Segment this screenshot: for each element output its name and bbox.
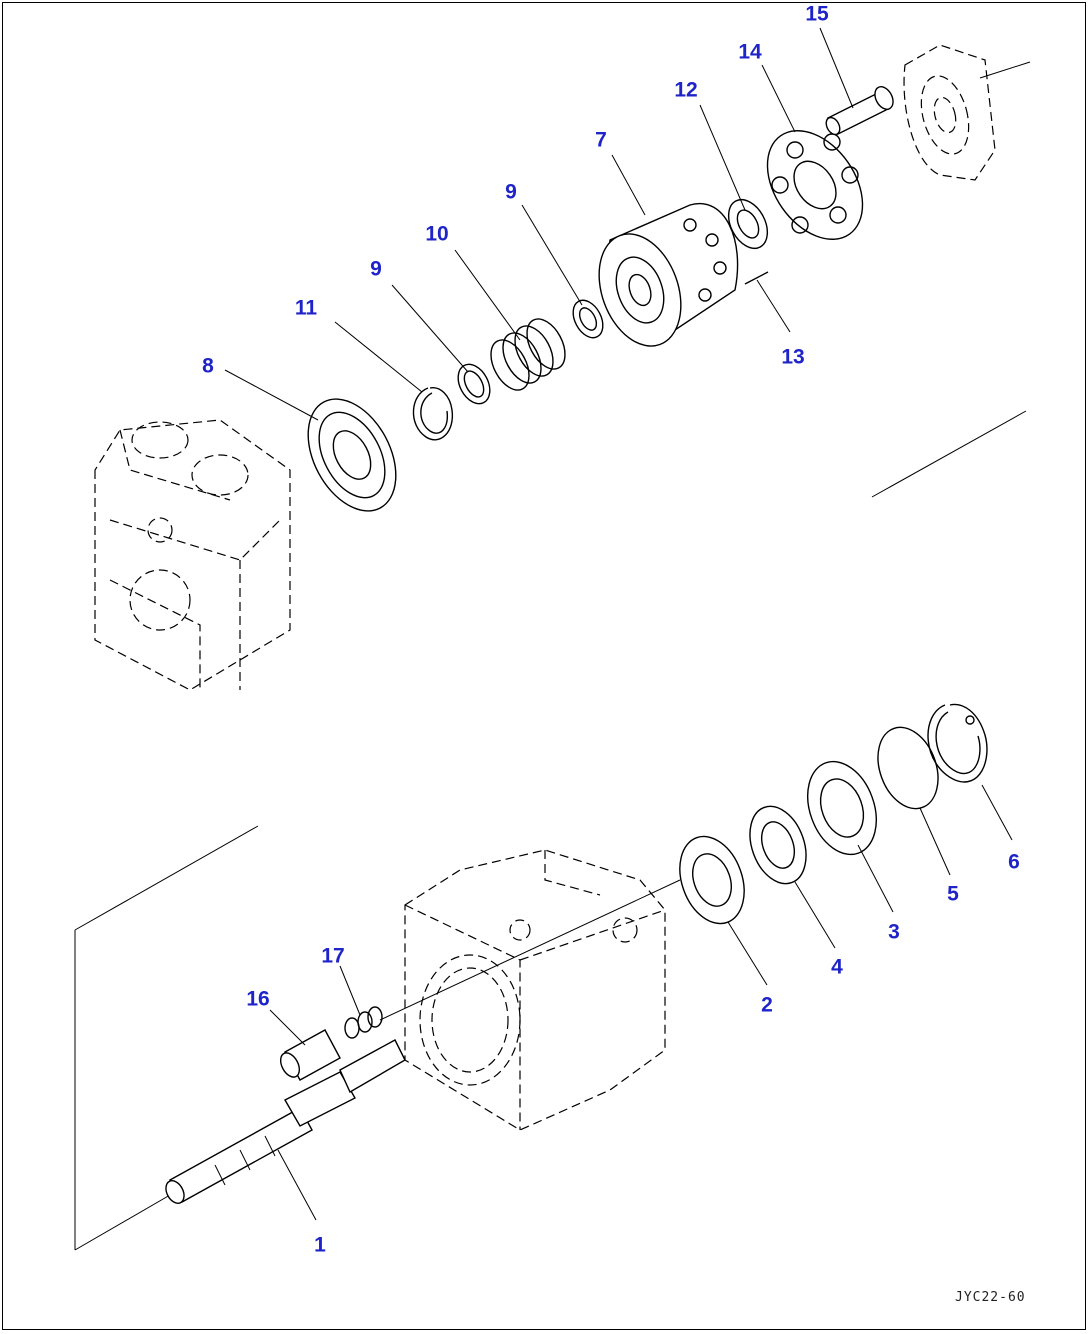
callout-17: 17 [321, 944, 345, 968]
part-16-plug [279, 1029, 341, 1081]
part-5-o-ring [877, 726, 939, 810]
drawing-code: JYC22-60 [955, 1290, 1026, 1305]
callout-14: 14 [738, 40, 762, 64]
part-9-ring-right [572, 299, 604, 339]
housing-upper [94, 419, 291, 691]
axis-line-center [379, 879, 681, 1021]
part-8-valve-plate [307, 398, 397, 512]
part-9-ring-left [457, 363, 491, 405]
callout-15: 15 [805, 2, 829, 26]
part-14-retainer-plate [766, 130, 864, 240]
callout-13: 13 [781, 345, 805, 369]
part-17-spring [344, 1006, 383, 1039]
callout-3: 3 [888, 920, 900, 944]
axis-line-lower-diag [74, 825, 259, 931]
callout-6: 6 [1008, 850, 1020, 874]
part-2-bearing [679, 835, 745, 925]
leader-lines [224, 27, 1013, 1221]
axis-line-top [979, 61, 1031, 79]
part-7-cylinder-block [598, 202, 739, 347]
callout-5: 5 [947, 882, 959, 906]
axis-line-shaft [74, 1194, 171, 1251]
part-4-bearing [749, 805, 807, 885]
callout-12: 12 [674, 78, 698, 102]
callout-1: 1 [314, 1233, 326, 1257]
housing-cover-upper-right [903, 44, 996, 181]
callout-2: 2 [761, 993, 773, 1017]
part-13-pin [744, 271, 769, 285]
callout-9a: 9 [505, 180, 517, 204]
part-11-circlip [412, 387, 454, 441]
housing-lower [404, 849, 666, 1131]
part-12-bushing [727, 198, 769, 250]
axis-line-upper [871, 410, 1027, 498]
part-10-spring [490, 318, 566, 391]
part-1-shaft [165, 1039, 406, 1204]
part-6-snap-ring [927, 703, 988, 783]
callout-4: 4 [831, 955, 843, 979]
callout-7: 7 [595, 128, 607, 152]
part-15-pin [825, 86, 894, 136]
callout-9b: 9 [370, 257, 382, 281]
part-3-seal [807, 760, 877, 856]
callout-16: 16 [246, 987, 270, 1011]
callout-10: 10 [425, 222, 449, 246]
callout-11: 11 [294, 296, 318, 320]
callout-8: 8 [202, 354, 214, 378]
